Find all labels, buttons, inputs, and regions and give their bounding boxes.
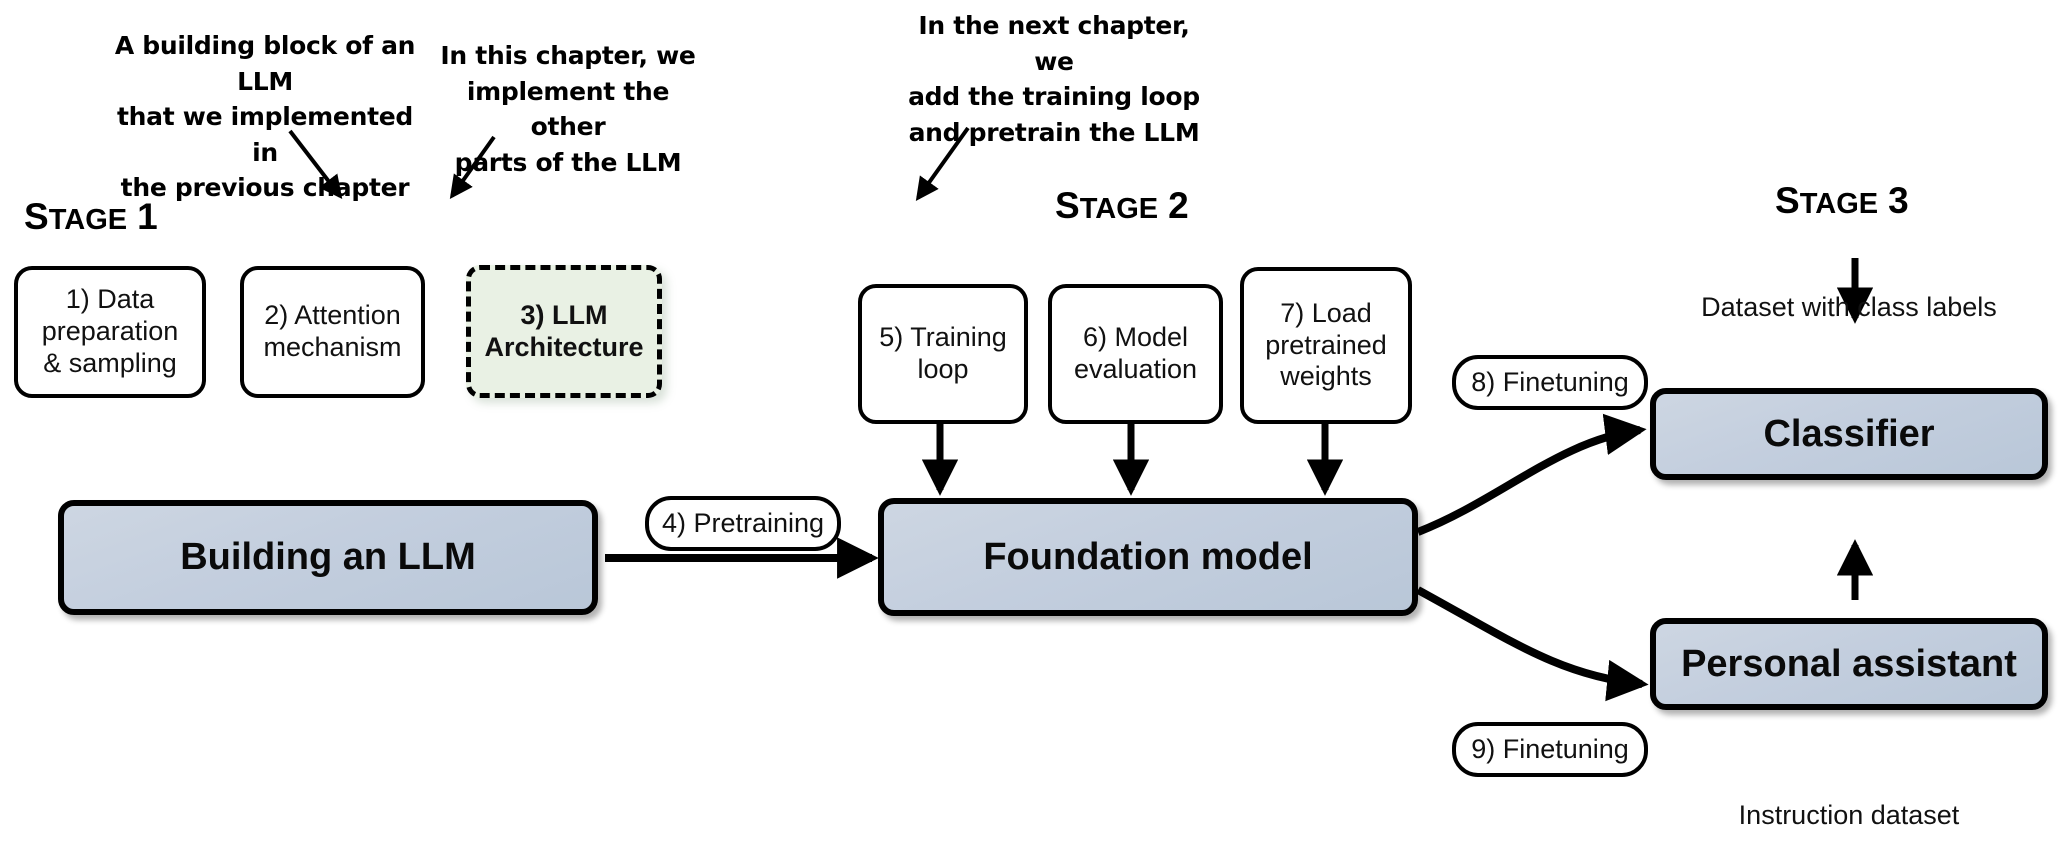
step-line: 1) Data xyxy=(65,284,155,315)
step-line: loop xyxy=(917,354,969,384)
step-box-load-pretrained-weights[interactable]: 7) Load pretrained weights xyxy=(1240,267,1412,424)
step-box-training-loop[interactable]: 5) Training loop xyxy=(858,284,1028,424)
caption-text: Dataset with class labels xyxy=(1701,292,1997,322)
pill-pretraining[interactable]: 4) Pretraining xyxy=(645,496,841,551)
step-box-model-evaluation[interactable]: 6) Model evaluation xyxy=(1048,284,1223,424)
annotation-line: implement the other xyxy=(466,76,670,142)
annotation-line: parts of the LLM xyxy=(454,147,682,177)
annotation-line: that we implemented in xyxy=(117,102,413,167)
arrow-foundation-to-assistant xyxy=(1416,586,1649,702)
pill-label: 8) Finetuning xyxy=(1471,367,1629,397)
box-label: Classifier xyxy=(1763,412,1935,455)
step-box-attention-mechanism[interactable]: 2) Attention mechanism xyxy=(240,266,425,398)
step-box-llm-architecture[interactable]: 3) LLM Architecture xyxy=(466,265,662,398)
pill-finetuning-9[interactable]: 9) Finetuning xyxy=(1452,722,1648,777)
box-personal-assistant[interactable]: Personal assistant xyxy=(1650,618,2048,710)
step-line: evaluation xyxy=(1073,354,1198,384)
stage-label-initial: S xyxy=(1055,185,1080,226)
annotation-previous-chapter: A building block of an LLM that we imple… xyxy=(100,28,430,206)
pill-label: 4) Pretraining xyxy=(661,508,825,538)
annotation-line: and pretrain the LLM xyxy=(908,117,1200,147)
caption-instruction-dataset: Instruction dataset xyxy=(1650,800,2048,831)
step-line: mechanism xyxy=(263,332,402,362)
step-line: 6) Model xyxy=(1082,322,1189,353)
box-label: Building an LLM xyxy=(180,536,476,578)
box-label: Personal assistant xyxy=(1681,642,2017,685)
arrow-foundation-to-classifier xyxy=(1416,413,1647,536)
step-line: & sampling xyxy=(43,347,177,378)
stage-label-1: STAGE 1 xyxy=(24,196,158,238)
annotation-next-chapter: In the next chapter, we add the training… xyxy=(900,8,1208,150)
annotation-line: In this chapter, we xyxy=(440,41,696,70)
pill-label: 9) Finetuning xyxy=(1471,734,1629,764)
pill-finetuning-8[interactable]: 8) Finetuning xyxy=(1452,355,1648,410)
annotation-line: A building block of an LLM xyxy=(114,31,416,96)
annotation-line: add the training loop xyxy=(908,82,1200,111)
stage-label-number: 2 xyxy=(1168,185,1189,226)
step-line: weights xyxy=(1280,361,1372,392)
stage-label-number: 3 xyxy=(1888,180,1909,221)
stage-label-rest: TAGE xyxy=(48,204,128,236)
stage-label-2: STAGE 2 xyxy=(1055,185,1189,227)
step-line: 7) Load xyxy=(1280,297,1372,328)
stage-label-number: 1 xyxy=(137,196,158,237)
caption-text: Instruction dataset xyxy=(1738,800,1960,830)
stage-label-3: STAGE 3 xyxy=(1775,180,1909,222)
box-foundation-model[interactable]: Foundation model xyxy=(878,498,1418,616)
step-line: 2) Attention xyxy=(264,300,401,331)
stage-label-initial: S xyxy=(24,196,49,237)
annotation-this-chapter: In this chapter, we implement the other … xyxy=(430,38,706,180)
step-line: pretrained xyxy=(1265,329,1387,360)
box-building-an-llm[interactable]: Building an LLM xyxy=(58,500,598,615)
step-line: preparation xyxy=(41,316,179,347)
step-box-data-preparation[interactable]: 1) Data preparation & sampling xyxy=(14,266,206,398)
step-line: Architecture xyxy=(484,331,644,362)
step-line: 3) LLM xyxy=(520,299,608,330)
annotation-line: the previous chapter xyxy=(120,173,410,202)
stage-label-rest: TAGE xyxy=(1079,193,1159,225)
stage-label-rest: TAGE xyxy=(1799,188,1879,220)
box-classifier[interactable]: Classifier xyxy=(1650,388,2048,480)
stage-label-initial: S xyxy=(1775,180,1800,221)
step-line: 5) Training xyxy=(879,322,1007,353)
annotation-line: In the next chapter, we xyxy=(918,11,1190,76)
caption-dataset-class-labels: Dataset with class labels xyxy=(1650,292,2048,323)
box-label: Foundation model xyxy=(983,535,1313,578)
